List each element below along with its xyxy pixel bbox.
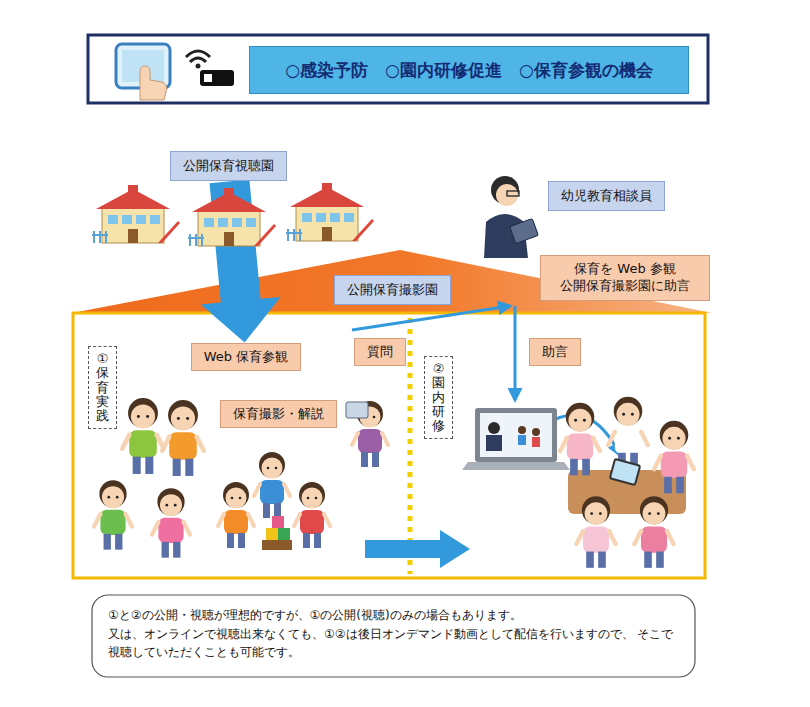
tag-box: 質問 bbox=[354, 338, 406, 367]
filming-tablet bbox=[346, 402, 368, 418]
node-text: ○感染予防 ○園内研修促進 ○保育参観の機会 bbox=[260, 59, 678, 81]
laptop-screen bbox=[480, 413, 552, 457]
staff-figure bbox=[608, 397, 648, 470]
label-box: 幼児教育相談員 bbox=[548, 181, 665, 212]
roof-band bbox=[72, 250, 712, 313]
node-text: 助言 bbox=[542, 344, 568, 361]
child-figure bbox=[94, 480, 132, 549]
router-light bbox=[204, 74, 212, 82]
toy-block bbox=[266, 528, 278, 540]
teacher-figure bbox=[162, 400, 203, 476]
node-text: 保育撮影・解説 bbox=[233, 406, 324, 423]
toy-block bbox=[262, 540, 292, 550]
tag-box: Web 保育参観 bbox=[191, 343, 301, 372]
screen-child bbox=[532, 428, 540, 436]
banner-frame bbox=[88, 35, 708, 103]
laptop-base bbox=[462, 462, 570, 470]
tag-box: 助言 bbox=[529, 338, 581, 367]
divider-line bbox=[408, 318, 413, 574]
label-box: 公開保育撮影園 bbox=[334, 275, 451, 306]
staff-figure bbox=[654, 421, 694, 494]
node-text: ①と②の公開・視聴が理想的ですが、①の公開(視聴)のみの場合もあります。 bbox=[108, 606, 679, 625]
child-figure bbox=[152, 488, 190, 557]
section-label: ②園内研修 bbox=[424, 356, 453, 439]
theme-box: ○感染予防 ○園内研修促進 ○保育参観の機会 bbox=[249, 46, 689, 94]
node-text: ①保育実践 bbox=[96, 352, 109, 423]
wifi-dot bbox=[196, 64, 201, 69]
wifi-arc bbox=[186, 51, 210, 57]
advice-arrow bbox=[514, 306, 517, 400]
node-text: ②園内研修 bbox=[432, 362, 445, 433]
screen-child bbox=[518, 435, 526, 445]
question-arrow bbox=[352, 306, 510, 330]
node-text: 幼児教育相談員 bbox=[561, 188, 652, 205]
child-figure bbox=[254, 452, 290, 518]
node-text: 公開保育視聴園 bbox=[183, 158, 274, 175]
child-figure bbox=[218, 482, 254, 548]
node-text: 保育を Web 参観 公開保育撮影園に助言 bbox=[553, 261, 697, 295]
laptop bbox=[462, 408, 570, 470]
kindergarten-house bbox=[92, 185, 180, 243]
node-text: 公開保育撮影園 bbox=[347, 282, 438, 299]
laptop-frame bbox=[475, 408, 557, 462]
counselor-glasses bbox=[507, 191, 519, 196]
kindergarten-frame bbox=[73, 313, 705, 578]
hand-icon bbox=[140, 66, 167, 100]
node-text: 又は、オンラインで視聴出来なくても、①②は後日オンデマンド動画として配信を行いま… bbox=[108, 625, 679, 662]
node-text: 質問 bbox=[367, 344, 393, 361]
screen-child bbox=[532, 437, 540, 447]
shared-tablet bbox=[610, 459, 640, 485]
counselor-tablet bbox=[510, 218, 539, 243]
counselor-face bbox=[496, 184, 518, 206]
kindergarten-house bbox=[286, 183, 374, 241]
note-frame bbox=[92, 595, 695, 677]
section-label: ①保育実践 bbox=[88, 346, 117, 429]
flow-arrow bbox=[365, 530, 470, 568]
kindergarten-house bbox=[188, 188, 276, 246]
node-text: Web 保育参観 bbox=[204, 349, 288, 366]
wifi-arc bbox=[190, 58, 206, 62]
screen-person bbox=[486, 435, 502, 451]
advice-box: 保育を Web 参観 公開保育撮影園に助言 bbox=[540, 255, 710, 301]
router-icon bbox=[200, 70, 234, 86]
staff-figure bbox=[576, 496, 615, 568]
child-figure bbox=[294, 482, 330, 548]
toy-block bbox=[278, 528, 290, 540]
screen-child bbox=[518, 426, 526, 434]
screen-person bbox=[488, 422, 500, 434]
label-box: 公開保育視聴園 bbox=[170, 151, 287, 182]
staff-figure bbox=[560, 403, 600, 476]
counselor-figure bbox=[484, 176, 538, 258]
note-box: ①と②の公開・視聴が理想的ですが、①の公開(視聴)のみの場合もあります。又は、オ… bbox=[92, 597, 695, 671]
teacher-figure bbox=[122, 398, 163, 474]
tag-box: 保育撮影・解説 bbox=[220, 400, 337, 429]
staff-figure bbox=[634, 496, 673, 568]
toy-block bbox=[272, 516, 284, 528]
